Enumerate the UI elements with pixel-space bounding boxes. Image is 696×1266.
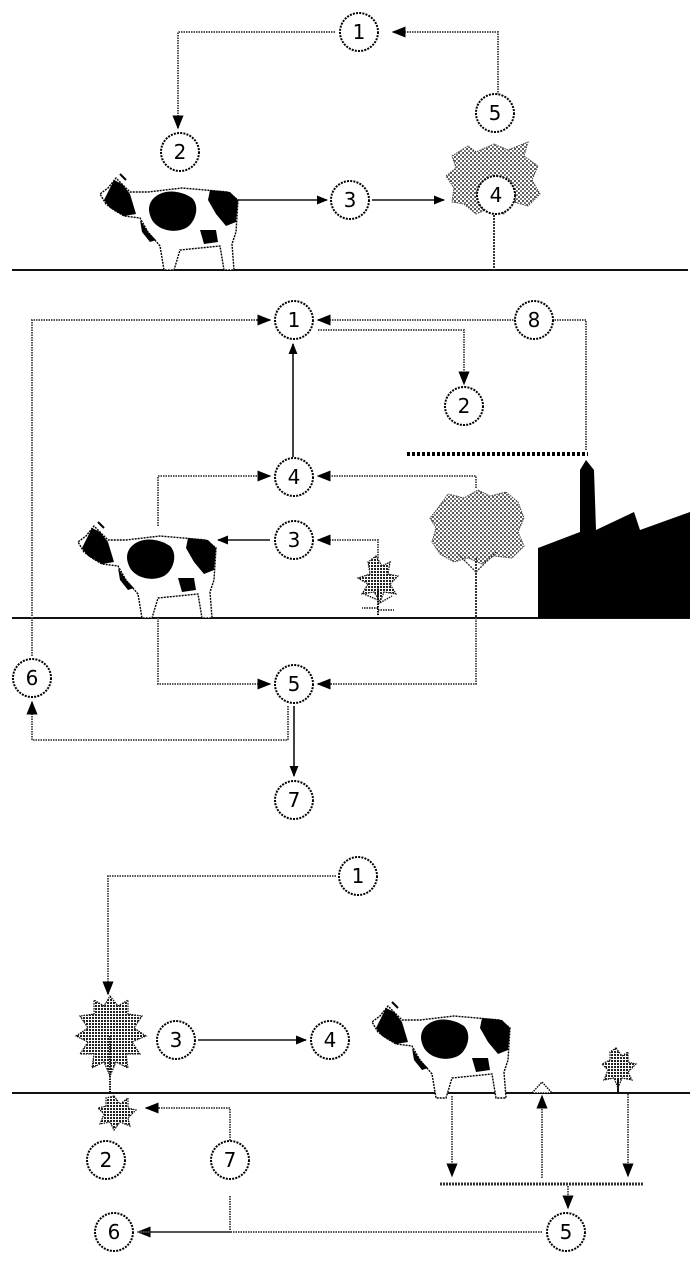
- node-label: 3: [170, 1028, 183, 1052]
- node-3-2: 2: [86, 1140, 126, 1180]
- node-label: 6: [108, 1220, 121, 1244]
- node-label: 1: [288, 308, 301, 332]
- arrow-factory-to-1: [316, 314, 587, 450]
- node-3-5: 5: [546, 1212, 586, 1252]
- node-3-3: 3: [156, 1020, 196, 1060]
- plant-icon: [601, 1047, 637, 1093]
- arrow-1-to-plant: [102, 875, 336, 996]
- cow-icon: [371, 1001, 511, 1099]
- tree-icon: [429, 489, 525, 619]
- node-1-3: 3: [330, 180, 370, 220]
- factory-icon: [407, 452, 690, 618]
- panel-3: 1 2 3 4 5 6 7: [12, 856, 690, 1252]
- arrow-cow-to-4: [157, 470, 272, 526]
- plant-icon: [74, 994, 148, 1092]
- node-label: 7: [224, 1148, 237, 1172]
- root-icon: [96, 1095, 138, 1132]
- node-2-6: 6: [12, 658, 52, 698]
- node-label: 7: [288, 788, 301, 812]
- node-2-8: 8: [514, 300, 554, 340]
- node-label: 3: [344, 188, 357, 212]
- node-label: 2: [458, 394, 471, 418]
- node-2-2: 2: [444, 386, 484, 426]
- node-label: 4: [490, 183, 503, 207]
- node-3-1: 1: [338, 856, 378, 896]
- cow-icon: [77, 521, 217, 619]
- node-label: 3: [288, 528, 301, 552]
- plant-icon: [357, 555, 399, 617]
- arrow-1-to-2: [318, 329, 470, 386]
- arrow-plant-to-3: [316, 534, 379, 558]
- arrow-7-to-6: [136, 1196, 231, 1238]
- arrow-7-to-roots: [144, 1102, 231, 1148]
- node-1-5: 5: [475, 93, 515, 133]
- arrow-tree-to-5: [316, 618, 477, 690]
- node-label: 6: [26, 666, 39, 690]
- arrow-6-to-1: [31, 314, 272, 656]
- node-label: 5: [560, 1220, 573, 1244]
- node-2-7: 7: [274, 780, 314, 820]
- panel-2: 1 2 3 4 5 6 7 8: [12, 300, 690, 820]
- node-3-4: 4: [310, 1020, 350, 1060]
- node-label: 1: [353, 20, 366, 44]
- panel-1: 1 2 3 4 5: [12, 12, 688, 271]
- node-label: 4: [324, 1028, 337, 1052]
- node-3-6: 6: [94, 1212, 134, 1252]
- arrow-1-to-2: [172, 31, 335, 130]
- arrow-tree-to-4: [316, 470, 477, 488]
- node-3-7: 7: [210, 1140, 250, 1180]
- node-2-3: 3: [274, 520, 314, 560]
- node-label: 5: [489, 101, 502, 125]
- node-label: 1: [352, 864, 365, 888]
- node-label: 8: [528, 308, 541, 332]
- node-label: 4: [288, 465, 301, 489]
- node-2-5: 5: [274, 664, 314, 704]
- node-2-4: 4: [274, 457, 314, 497]
- node-label: 2: [174, 140, 187, 164]
- node-1-4: 4: [476, 175, 516, 215]
- node-label: 2: [100, 1148, 113, 1172]
- arrow-5-to-6: [26, 700, 289, 741]
- node-1-1: 1: [339, 12, 379, 52]
- node-label: 5: [288, 672, 301, 696]
- arrow-cow-to-5: [157, 618, 272, 690]
- dung-icon: [530, 1080, 554, 1094]
- node-1-2: 2: [160, 132, 200, 172]
- node-2-1: 1: [274, 300, 314, 340]
- cow-icon: [99, 173, 239, 271]
